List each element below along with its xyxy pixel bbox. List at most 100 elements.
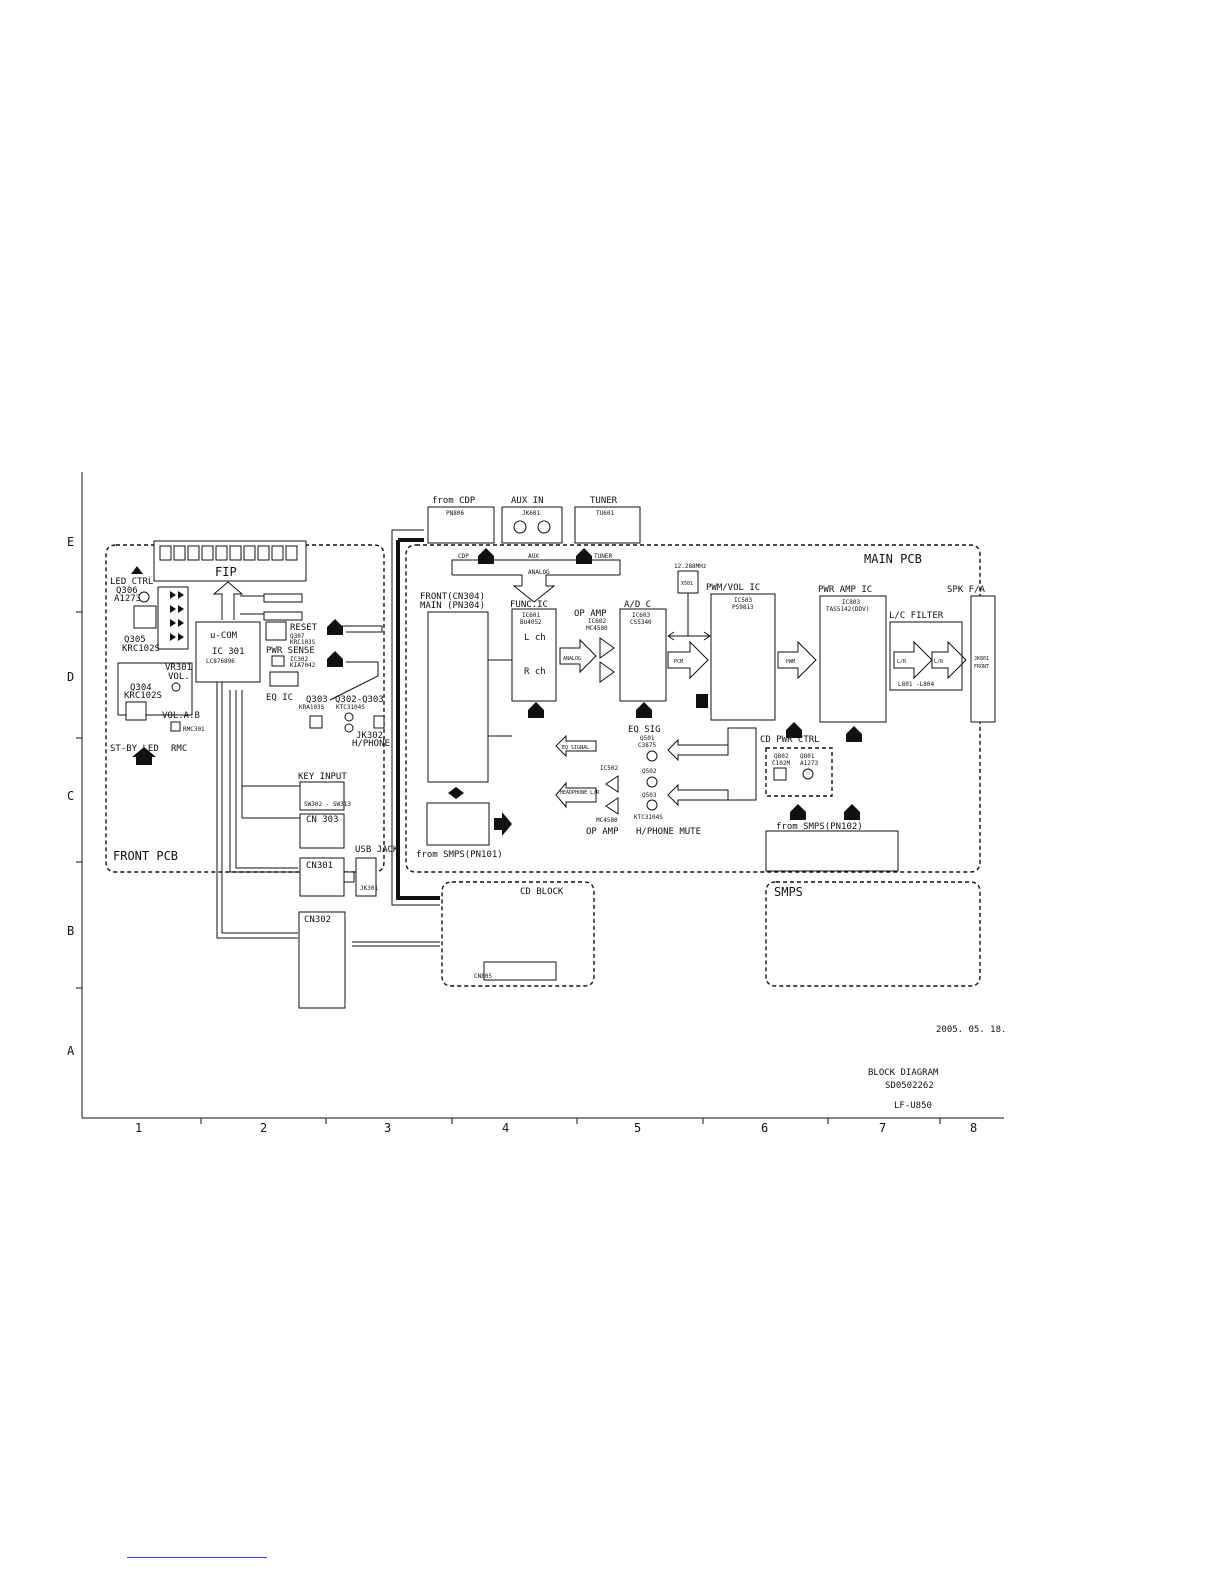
document-number: SD0502262 [885, 1081, 934, 1091]
col-label: 8 [970, 1121, 977, 1135]
cn805-label: CN805 [474, 973, 492, 980]
ic503-block [710, 593, 776, 721]
eq-signal-label: EQ SIGNAL [562, 745, 589, 751]
ic302-label: IC302 [290, 656, 308, 663]
cn303-block [299, 813, 345, 849]
sense-line [340, 625, 383, 633]
col-ticks [200, 1118, 941, 1124]
ic502-label: IC502 [600, 765, 618, 772]
ic602-label: IC602 [588, 618, 606, 625]
ic803-part: TAS5142(DDV) [826, 606, 869, 613]
ic602-part: MC4580 [586, 625, 608, 632]
cn303-label: CN 303 [306, 815, 339, 825]
usb-jack-label: USB JACK [355, 845, 399, 855]
ic503-part: PS9813 [732, 604, 754, 611]
cn301-bus [229, 690, 298, 873]
cd-pwr-ctrl-block [765, 747, 833, 797]
aux-in-label: AUX IN [511, 496, 544, 506]
tuner-tag: TUNER [594, 553, 612, 560]
q801-label: Q801 [800, 753, 815, 760]
vol-label: VOL. [168, 672, 190, 682]
col-label: 5 [634, 1121, 641, 1135]
clock-arrows [667, 631, 711, 641]
col-label: 4 [502, 1121, 509, 1135]
l801-label: L801 -L804 [898, 681, 935, 688]
q502-label: Q502 [642, 768, 657, 775]
eq-signal-arrow [555, 734, 597, 758]
jk801-part: FRONT [974, 664, 989, 670]
jk302-label: JK302 [356, 731, 383, 741]
reset-input-arrow [327, 619, 343, 635]
lr-arrow-1 [893, 640, 933, 680]
hphone-label: H/PHONE [352, 739, 390, 749]
pn101-connector [426, 802, 490, 846]
aux-left-jack [513, 520, 527, 534]
ucom-signal-lines [240, 593, 303, 621]
vr301-label: VR301 [165, 663, 192, 673]
q501-part: C3875 [638, 742, 656, 749]
pwr-sense-arrow [327, 651, 343, 667]
cdp-tag: CDP [458, 553, 469, 560]
clock-lines [668, 593, 710, 637]
q801-symbol [802, 768, 814, 780]
q304-part: KRC102S [124, 691, 162, 701]
lc-filter-label: L/C FILTER [889, 611, 944, 621]
lc-filter-block [889, 621, 963, 691]
q502-symbol [646, 776, 658, 788]
lr-label-1: L/R [897, 659, 907, 665]
q302-label: Q302-Q303 [335, 695, 384, 705]
usb-connector [343, 871, 355, 883]
jk302-symbol [373, 715, 385, 729]
cd-block-outline [441, 881, 595, 987]
stby-arrow [132, 747, 156, 765]
q306-label: Q306 [116, 586, 138, 596]
q307-label: Q307 [290, 633, 305, 640]
input-select-line [451, 559, 621, 575]
cd-lr-line [391, 530, 440, 906]
hphone-mute-label: H/PHONE MUTE [636, 827, 701, 837]
q306-part: A1273 [114, 594, 141, 604]
analog-arrow [559, 638, 597, 674]
pn102-connector [765, 830, 899, 872]
rmc-symbol [170, 721, 181, 732]
front-pcb-label: FRONT PCB [113, 849, 178, 863]
col-label: 1 [135, 1121, 142, 1135]
aux-tag: AUX [528, 553, 539, 560]
tuner-arrow [576, 548, 592, 564]
lch-label: L ch [524, 633, 546, 643]
footer-link-underline[interactable] [127, 1557, 267, 1558]
tuner-label: TUNER [590, 496, 618, 506]
ad-c-label: A/D C [624, 600, 651, 610]
jk301-block [355, 857, 377, 897]
analog-down-arrow [512, 585, 556, 603]
cn302-bus [216, 682, 298, 939]
func-ic-label: FUNC.IC [510, 600, 548, 610]
key-switch-range: SW302 - SW313 [304, 801, 351, 808]
reset-symbol [265, 621, 287, 641]
diagram-date: 2005. 05. 18. [936, 1025, 1006, 1035]
aux-right-jack [537, 520, 551, 534]
ucom-label: u-COM [210, 631, 238, 641]
pn304-links [488, 659, 512, 737]
pwm-arrow [777, 640, 817, 680]
led-arrow [131, 566, 143, 574]
row-label: E [67, 535, 74, 549]
q802-label: Q802 [774, 753, 789, 760]
cn302-label: CN302 [304, 915, 331, 925]
from-cdp-label: from CDP [432, 496, 476, 506]
mc4580-label: MC4580 [596, 817, 618, 824]
ktc3104s-label: KTC3104S [634, 814, 663, 821]
ic803-label: IC803 [842, 599, 860, 606]
row-label: C [67, 789, 74, 803]
ic301-label: IC 301 [212, 647, 245, 657]
pwm-label: PWM [786, 659, 795, 665]
ic503-power-arrow [786, 722, 802, 738]
jk801-block [970, 595, 996, 723]
q305-label: Q305 [124, 635, 146, 645]
q801-part: A1273 [800, 760, 818, 767]
ic603-power-arrow [636, 702, 652, 718]
stby-label: ST-BY LED [110, 744, 159, 754]
from-smps-pn102-label: from SMPS(PN102) [776, 822, 863, 832]
pwm-hp-arrow [667, 783, 729, 807]
pwm-feedback-line [727, 727, 757, 801]
